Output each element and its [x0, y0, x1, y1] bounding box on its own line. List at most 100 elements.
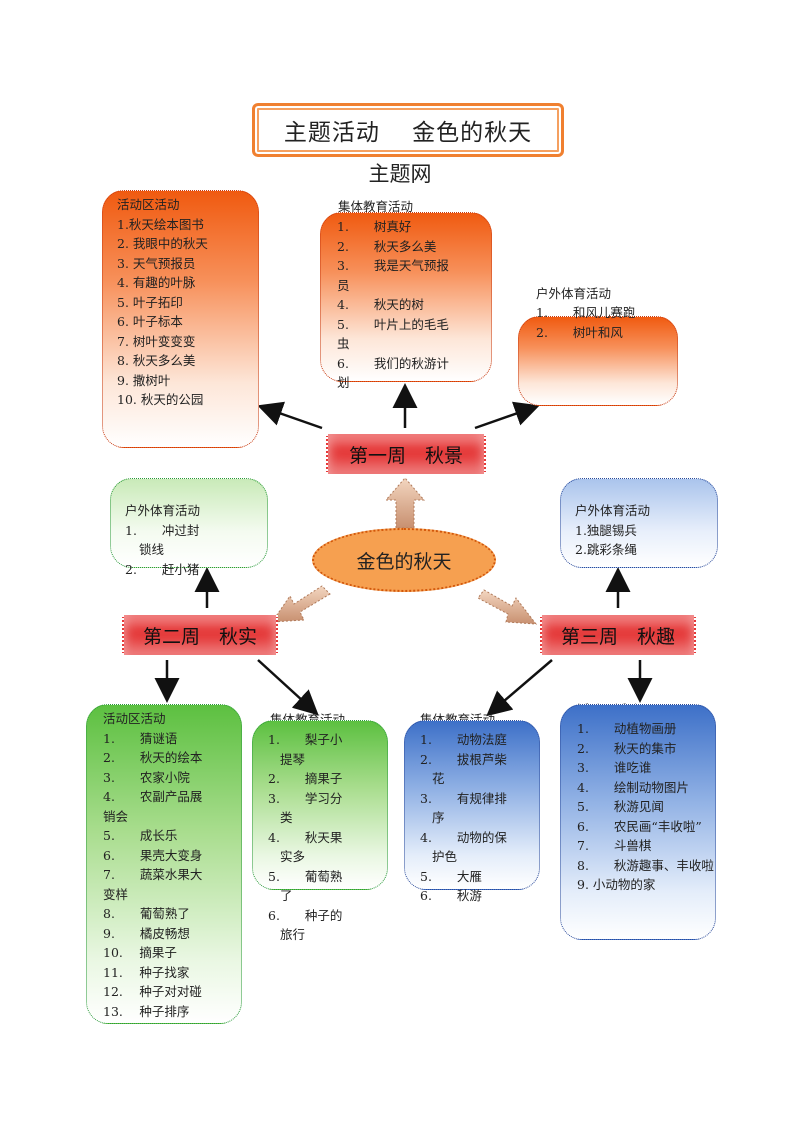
w3-outdoor-box: 户外体育活动 1.独腿锡兵 2.跳彩条绳	[560, 478, 718, 568]
list-item: 4. 秋天果	[268, 829, 343, 845]
list-item: 1. 动物法庭	[420, 732, 507, 747]
subtitle: 主题网	[368, 162, 432, 186]
fat-arrow-up	[384, 477, 426, 529]
w2-outdoor-heading: 户外体育活动	[125, 503, 201, 518]
arrow-w3-group	[486, 659, 553, 717]
list-item: 10. 秋天的公园	[117, 392, 204, 407]
list-item: 6. 农民画“丰收啦”	[577, 818, 702, 834]
w1-outdoor-list: 1. 和风儿赛跑 2. 树叶和风	[536, 303, 635, 342]
list-item: 5. 叶片上的毛毛	[337, 316, 449, 332]
list-item: 8. 秋游趣事、丰收啦	[577, 857, 714, 873]
arrow-w1-outdoor	[474, 401, 540, 430]
center-topic: 金色的秋天	[312, 528, 496, 592]
list-item: 1. 和风儿赛跑	[536, 305, 636, 320]
list-item: 9. 小动物的家	[577, 877, 656, 892]
w2-area-heading: 活动区活动	[103, 711, 166, 726]
list-item: 锁线	[139, 542, 165, 557]
list-item: 了	[280, 888, 293, 903]
list-item: 1. 梨子小	[268, 732, 343, 747]
list-item: 序	[432, 810, 445, 825]
list-item: 2. 我眼中的秋天	[117, 236, 208, 251]
list-item: 5. 叶子拓印	[117, 294, 183, 310]
list-item: 2. 拔根芦柴	[420, 751, 507, 767]
list-item: 3. 农家小院	[103, 769, 190, 785]
list-item: 变样	[103, 886, 129, 902]
list-item: 9. 橘皮畅想	[103, 925, 190, 941]
list-item: 1.秋天绘本图书	[117, 216, 204, 232]
list-item: 9. 撒树叶	[117, 372, 171, 388]
list-item: 虫	[337, 336, 350, 351]
list-item: 5. 葡萄熟	[268, 868, 343, 884]
list-item: 3. 我是天气预报	[337, 258, 449, 273]
list-item: 销会	[103, 808, 129, 824]
list-item: 2. 秋天的绘本	[103, 750, 203, 765]
list-item: 划	[337, 375, 350, 390]
w1-outdoor-box	[518, 316, 678, 406]
list-item: 护色	[432, 849, 458, 864]
list-item: 5. 大雁	[420, 868, 482, 884]
list-item: 旅行	[280, 927, 306, 942]
list-item: 1. 动植物画册	[577, 721, 677, 736]
w1-group-heading: 集体教育活动	[338, 199, 414, 214]
list-item: 3. 天气预报员	[117, 255, 196, 271]
w1-area-box: 活动区活动 1.秋天绘本图书 2. 我眼中的秋天 3. 天气预报员 4. 有趣的…	[102, 190, 259, 448]
fat-arrow-right	[477, 589, 538, 625]
list-item: 类	[280, 810, 293, 825]
list-item: 2. 秋天的集市	[577, 740, 677, 756]
w3-area-list: 1. 动植物画册 2. 秋天的集市 3. 谁吃谁 4. 绘制动物图片 5. 秋游…	[577, 719, 717, 895]
list-item: 6. 我们的秋游计	[337, 355, 449, 371]
list-item: 3. 学习分	[268, 790, 343, 806]
list-item: 6. 叶子标本	[117, 314, 183, 329]
main-title: 主题活动 金色的秋天	[252, 103, 564, 157]
list-item: 1.独腿锡兵	[575, 522, 637, 538]
week-2-label: 第二周 秋实	[122, 615, 278, 655]
w2-area-box: 活动区活动 1. 猜谜语 2. 秋天的绘本 3. 农家小院 4. 农副产品展 销…	[86, 704, 242, 1024]
list-item: 3. 有规律排	[420, 790, 507, 806]
list-item: 4. 有趣的叶脉	[117, 275, 196, 290]
w2-group-list: 1. 梨子小 提琴 2. 摘果子 3. 学习分 类 4. 秋天果 实多 5. 葡…	[268, 730, 342, 945]
list-item: 实多	[280, 849, 306, 864]
list-item: 5. 成长乐	[103, 828, 178, 843]
list-item: 8. 葡萄熟了	[103, 906, 190, 921]
list-item: 5. 秋游见闻	[577, 799, 664, 814]
list-item: 7. 斗兽棋	[577, 838, 652, 853]
list-item: 6. 秋游	[420, 888, 482, 903]
list-item: 4. 动物的保	[420, 829, 507, 845]
w2-outdoor-box: 户外体育活动 1. 冲过封 锁线 2. 赶小猪	[110, 478, 268, 577]
list-item: 1. 冲过封	[125, 522, 200, 538]
w3-group-box	[404, 720, 540, 890]
list-item: 4. 农副产品展	[103, 789, 203, 804]
list-item: 2.跳彩条绳	[575, 542, 637, 557]
w1-area-heading: 活动区活动	[117, 197, 180, 212]
list-item: 员	[337, 277, 350, 293]
w3-outdoor-heading: 户外体育活动	[575, 503, 651, 518]
w3-group-list: 1. 动物法庭 2. 拔根芦柴 花 3. 有规律排 序 4. 动物的保 护色 5…	[420, 730, 507, 906]
list-item: 4. 秋天的树	[337, 297, 424, 312]
week-3-label: 第三周 秋趣	[540, 615, 696, 655]
w1-outdoor-heading: 户外体育活动	[536, 286, 612, 301]
list-item: 6. 种子的	[268, 907, 343, 923]
list-item: 3. 谁吃谁	[577, 760, 652, 775]
list-item: 提琴	[280, 751, 306, 767]
list-item: 12. 种子对对碰	[103, 984, 202, 999]
list-item: 13. 种子排序	[103, 1003, 190, 1019]
w3-area-box	[560, 704, 716, 940]
list-item: 1. 树真好	[337, 219, 412, 234]
fat-arrow-left	[271, 585, 331, 623]
list-item: 2. 秋天多么美	[337, 238, 437, 254]
list-item: 11. 种子找家	[103, 964, 190, 980]
w1-group-box: 1. 树真好 2. 秋天多么美 3. 我是天气预报 员 4. 秋天的树 5. 叶…	[320, 212, 492, 390]
list-item: 7. 蔬菜水果大	[103, 867, 203, 882]
list-item: 2. 赶小猪	[125, 561, 200, 577]
w2-group-box	[252, 720, 388, 890]
list-item: 2. 树叶和风	[536, 324, 623, 340]
week-1-label: 第一周 秋景	[326, 434, 486, 474]
arrow-w1-area	[257, 401, 323, 430]
list-item: 7. 树叶变变变	[117, 333, 196, 349]
arrow-w2-group	[257, 659, 319, 716]
list-item: 2. 摘果子	[268, 771, 343, 786]
list-item: 8. 秋天多么美	[117, 353, 196, 368]
list-item: 4. 绘制动物图片	[577, 779, 689, 795]
list-item: 10. 摘果子	[103, 945, 177, 960]
